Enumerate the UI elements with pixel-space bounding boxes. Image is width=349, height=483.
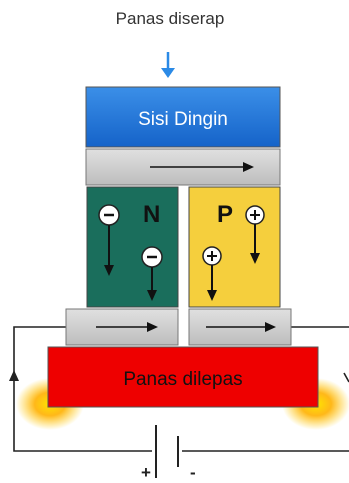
electron-icon	[98, 204, 120, 276]
down-arrow-icon	[161, 52, 175, 78]
hot-side-label: Panas dilepas	[123, 369, 242, 390]
cold-side-plate	[85, 86, 281, 148]
up-arrow-icon	[9, 370, 19, 381]
top-caption: Panas diserap	[116, 9, 225, 28]
electron-icon	[141, 246, 163, 301]
p-type-label: P	[217, 201, 233, 228]
n-type-label: N	[143, 201, 160, 228]
battery-icon	[155, 425, 179, 478]
hole-icon	[202, 246, 222, 301]
right-arrow-icon	[206, 322, 276, 332]
partial-arrow-icon	[343, 372, 349, 383]
right-arrow-icon	[96, 322, 158, 332]
circuit-wire	[13, 326, 349, 452]
battery-plus-label: +	[141, 463, 151, 482]
battery-minus-label: -	[190, 463, 196, 482]
n-type-block	[86, 186, 179, 308]
hole-icon	[245, 205, 265, 264]
hot-side-plate	[47, 346, 319, 408]
p-type-block	[188, 186, 281, 308]
cold-side-label: Sisi Dingin	[138, 109, 228, 130]
right-arrow-icon	[150, 162, 254, 172]
